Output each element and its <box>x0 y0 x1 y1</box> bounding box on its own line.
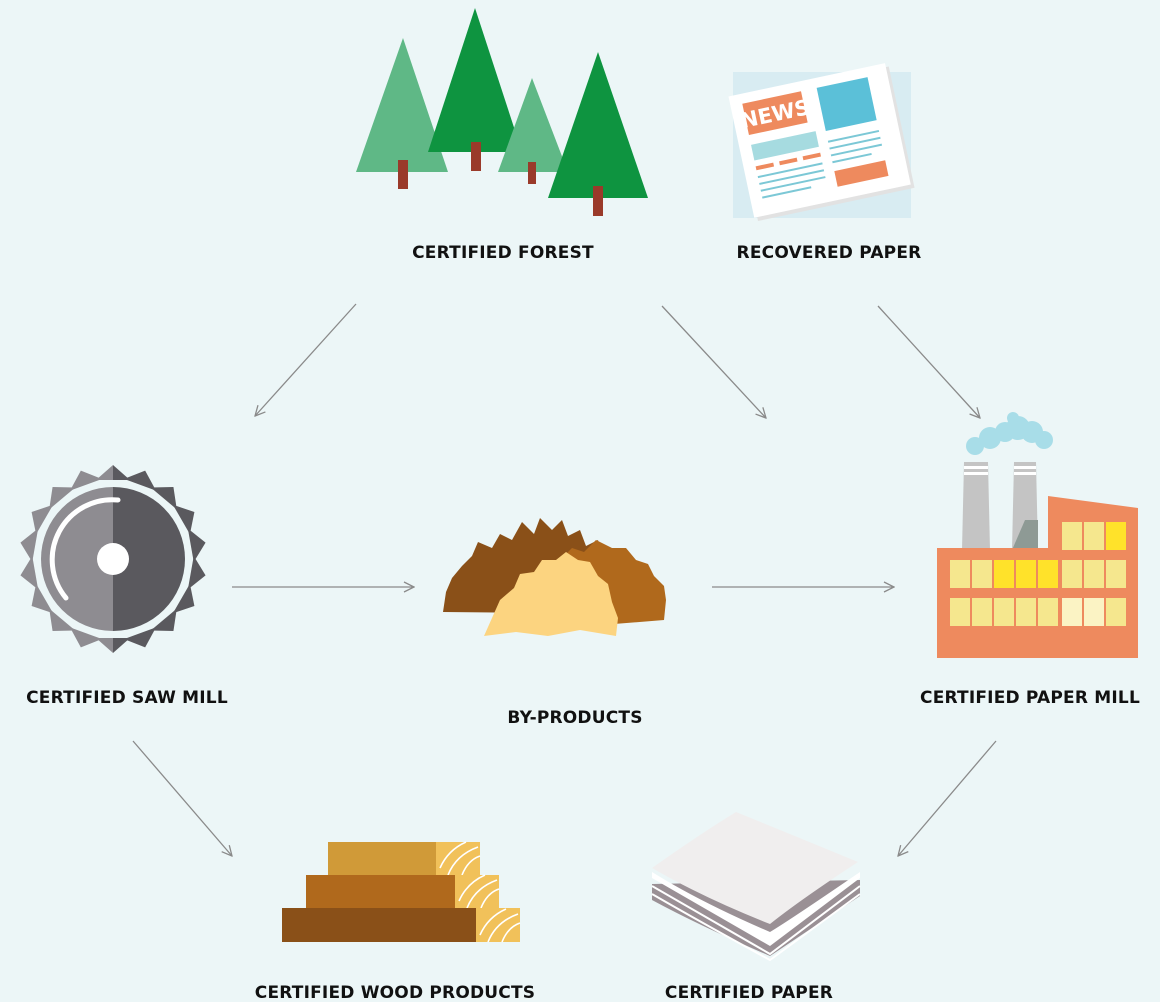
paper-stack-icon <box>651 812 861 962</box>
lumber-stack-icon <box>282 841 521 943</box>
label-recovered-paper: RECOVERED PAPER <box>736 243 922 263</box>
flow-arrows <box>132 303 997 856</box>
arrow-paper-mill-to-paper <box>898 740 997 856</box>
label-by-products: BY-PRODUCTS <box>507 708 643 728</box>
label-certified-wood-products: CERTIFIED WOOD PRODUCTS <box>254 983 536 1002</box>
arrow-forest-to-saw-mill <box>255 303 357 416</box>
arrow-recovered-paper-to-paper-mill <box>877 305 980 418</box>
factory-icon <box>937 412 1138 658</box>
wood-chips-icon <box>443 518 666 636</box>
label-certified-paper-mill: CERTIFIED PAPER MILL <box>920 688 1140 708</box>
forest-icon <box>356 8 648 216</box>
saw-blade-icon <box>20 465 206 653</box>
label-certified-saw-mill: CERTIFIED SAW MILL <box>26 688 228 708</box>
arrow-forest-to-by-products <box>661 305 766 418</box>
newspaper-icon: NEWS <box>728 63 915 222</box>
label-certified-paper: CERTIFIED PAPER <box>664 983 834 1002</box>
arrow-saw-mill-to-wood-products <box>132 740 232 856</box>
label-certified-forest: CERTIFIED FOREST <box>412 243 594 263</box>
